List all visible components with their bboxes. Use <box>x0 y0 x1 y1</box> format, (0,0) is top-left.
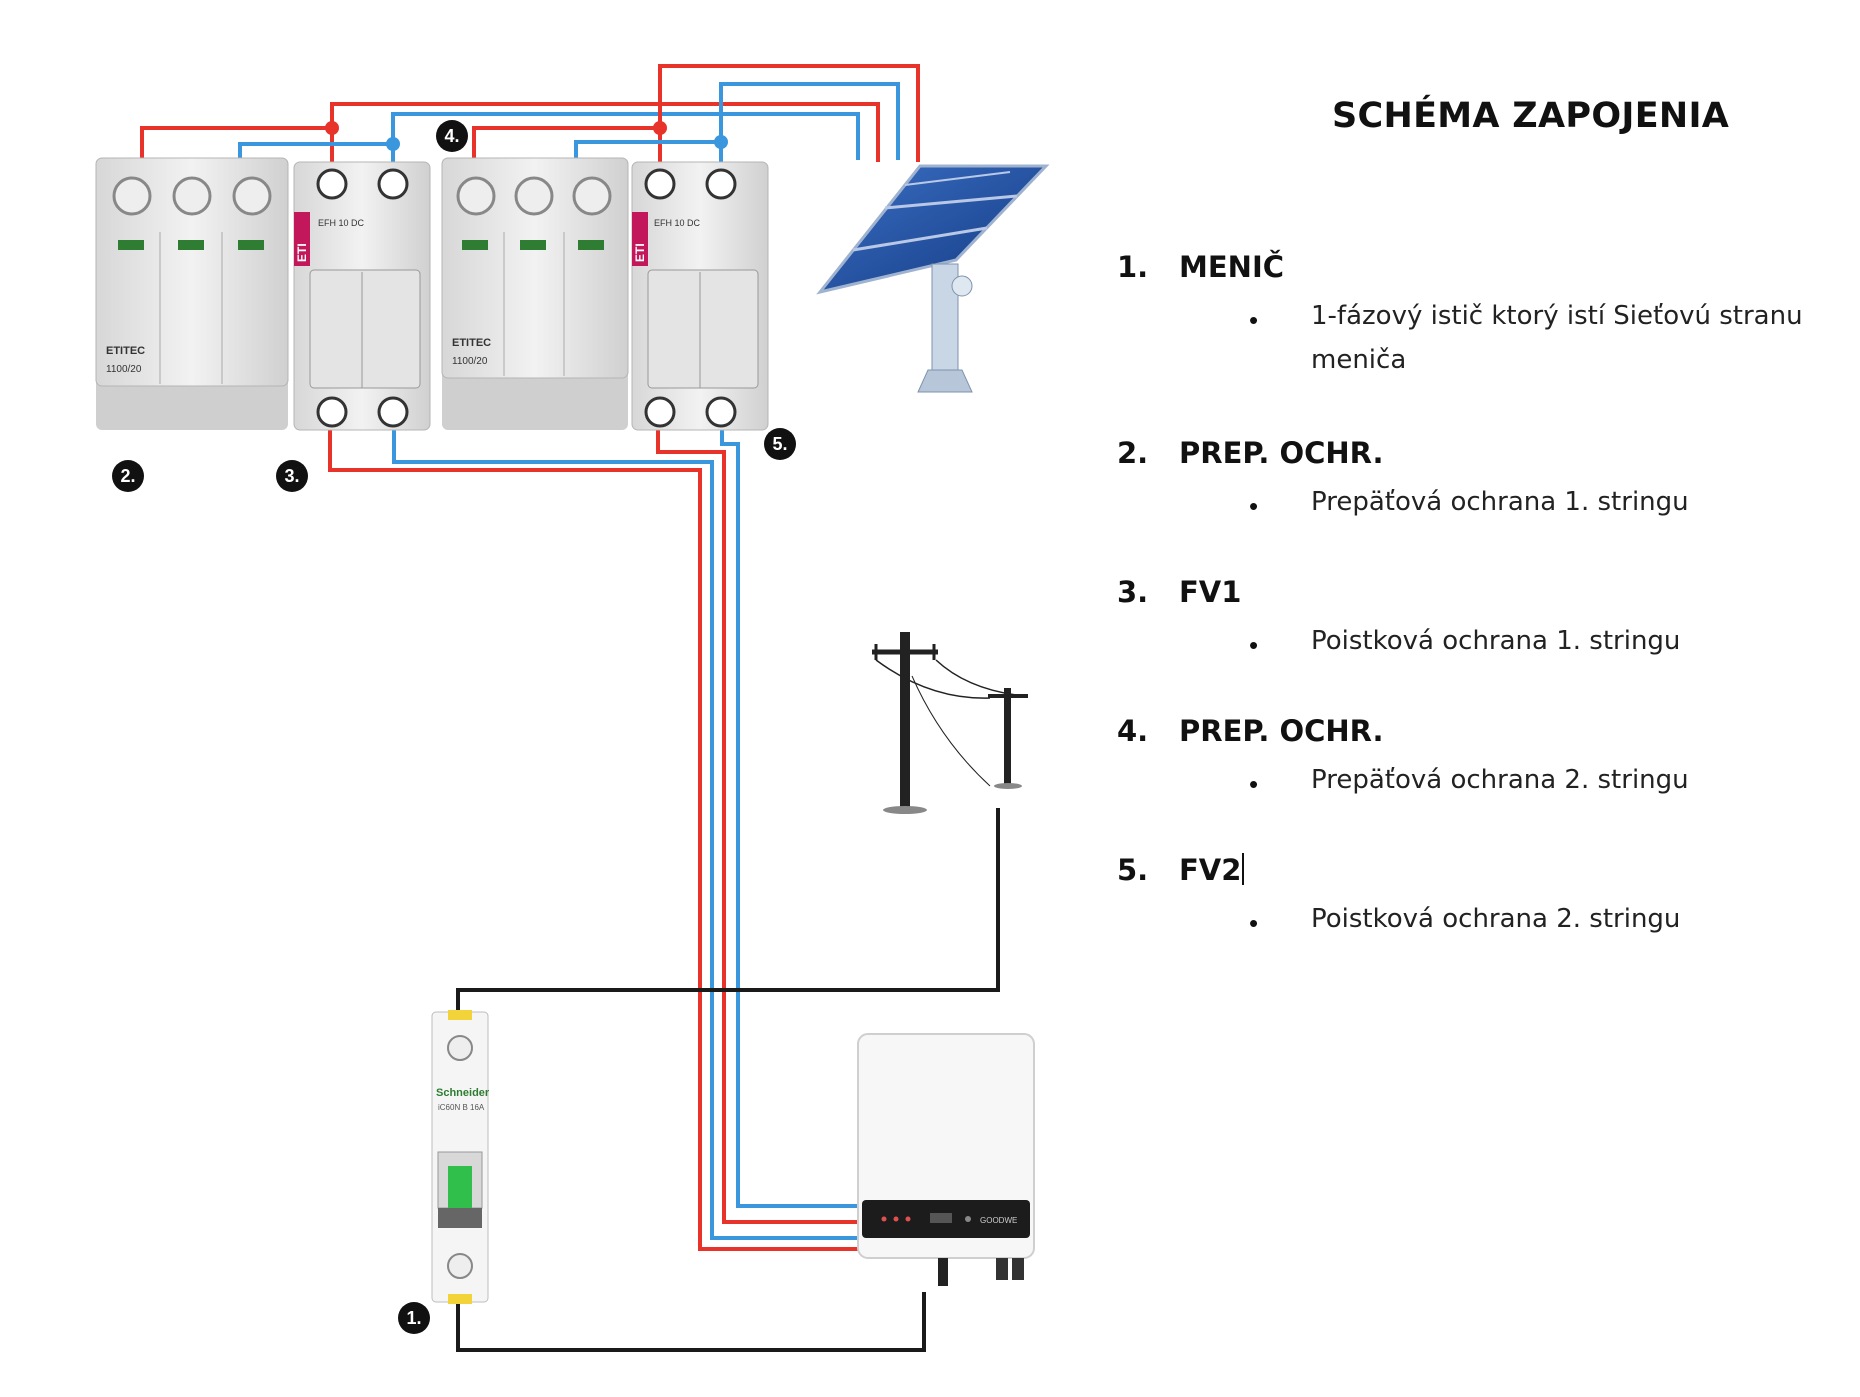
svg-text:2.: 2. <box>120 466 135 486</box>
svg-text:3.: 3. <box>284 466 299 486</box>
text-cursor <box>1242 853 1245 885</box>
fuse-1-model: EFH 10 DC <box>318 218 365 228</box>
blue-junction-2 <box>714 135 728 149</box>
marker-1: 1. <box>398 1302 430 1334</box>
blue-wire-string1 <box>238 142 395 176</box>
red-junction-2 <box>653 121 667 135</box>
bullet: • <box>1249 491 1259 521</box>
red-wire-string1-to-panel <box>330 102 880 162</box>
item-number: 4. <box>1117 714 1149 748</box>
item-number: 1. <box>1117 250 1149 284</box>
ac-wire-breaker-to-inverter <box>456 1292 926 1352</box>
blue-wire-fv2-down <box>720 430 858 1208</box>
item-description: Poistková ochrana 1. stringu <box>1311 626 1681 656</box>
item-heading: FV1 <box>1179 575 1242 609</box>
svg-text:1.: 1. <box>406 1308 421 1328</box>
blue-wire-string1-to-panel <box>391 112 860 160</box>
svg-text:4.: 4. <box>444 126 459 146</box>
fuse-holder-fv2: ETI EFH 10 DC <box>631 161 769 431</box>
marker-5: 5. <box>764 428 796 460</box>
bullet: • <box>1249 769 1259 799</box>
page-title: SCHÉMA ZAPOJENIA <box>1332 96 1730 136</box>
breaker-model: iC60N B 16A <box>438 1103 485 1112</box>
inverter: GOODWE <box>857 1033 1035 1286</box>
markers: 1. 2. 3. 4. 5. <box>112 120 796 1334</box>
fuse-2-brand: ETI <box>633 243 647 262</box>
item-description: Prepäťová ochrana 1. stringu <box>1311 487 1689 517</box>
blue-junction-1 <box>386 137 400 151</box>
item-heading: PREP. OCHR. <box>1179 714 1384 748</box>
surge-protector-1-terminals <box>112 176 272 216</box>
fuse-1-brand: ETI <box>295 243 309 262</box>
item-heading-text: FV2 <box>1179 853 1242 887</box>
item-number: 2. <box>1117 436 1149 470</box>
red-wire-fv1-down <box>328 430 858 1251</box>
dc-wiring-down <box>328 430 858 1251</box>
fuse-2-model: EFH 10 DC <box>654 218 701 228</box>
surge-protector-2: ETITEC 1100/20 <box>441 157 629 430</box>
red-wire-string1 <box>140 126 334 176</box>
red-wire-string2 <box>472 126 662 176</box>
red-wire-fv2-down <box>656 430 858 1224</box>
solar-panel-icon <box>816 164 1050 393</box>
blue-wire-string2 <box>574 140 723 176</box>
svg-text:5.: 5. <box>772 434 787 454</box>
item-heading[interactable]: FV2 <box>1179 853 1245 887</box>
bullet: • <box>1249 630 1259 660</box>
blue-wire-fv1-down <box>392 430 858 1240</box>
surge-1-rating: 1100/20 <box>106 364 142 375</box>
item-description: Prepäťová ochrana 2. stringu <box>1311 765 1689 795</box>
item-heading: MENIČ <box>1179 250 1285 284</box>
marker-4: 4. <box>436 120 468 152</box>
item-number: 3. <box>1117 575 1149 609</box>
item-description: 1-fázový istič ktorý istí Sieťovú stranu… <box>1311 301 1803 375</box>
grid-poles-icon <box>872 632 1028 814</box>
marker-2: 2. <box>112 460 144 492</box>
dc-wiring-top <box>140 64 920 176</box>
item-description: Poistková ochrana 2. stringu <box>1311 904 1681 934</box>
surge-1-label: ETITEC <box>106 345 145 357</box>
bullet: • <box>1249 305 1259 335</box>
red-junction-1 <box>325 121 339 135</box>
red-wire-string2-to-panel <box>658 64 920 162</box>
ac-wire-grid-to-breaker <box>456 808 1000 1010</box>
bullet: • <box>1249 908 1259 938</box>
item-number: 5. <box>1117 853 1149 887</box>
circuit-breaker: Schneider iC60N B 16A <box>431 1010 490 1304</box>
fuse-holder-fv1: ETI EFH 10 DC <box>293 161 431 431</box>
surge-protector-1: ETITEC 1100/20 <box>95 157 289 430</box>
surge-2-label: ETITEC <box>452 337 491 349</box>
blue-wire-string2-to-panel <box>719 82 900 160</box>
surge-2-rating: 1100/20 <box>452 356 488 367</box>
breaker-brand: Schneider <box>436 1087 490 1099</box>
marker-3: 3. <box>276 460 308 492</box>
item-heading: PREP. OCHR. <box>1179 436 1384 470</box>
inverter-brand: GOODWE <box>980 1216 1017 1225</box>
ac-wiring <box>456 808 1000 1352</box>
